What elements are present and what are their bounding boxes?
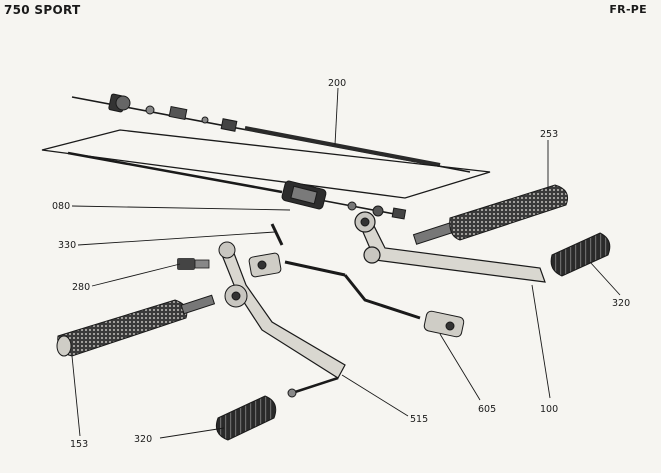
ref-label: 200 — [328, 78, 346, 89]
pin-330 — [270, 223, 284, 246]
reference-labels: 200 253 080 330 280 320 153 320 515 605 … — [52, 78, 630, 450]
ref-label: 320 — [612, 298, 630, 309]
footpeg-rubber-320-right — [550, 232, 611, 277]
ref-label: 515 — [410, 414, 428, 425]
leader-lines — [71, 87, 621, 439]
grip-253 — [412, 184, 569, 245]
grip-153 — [56, 294, 216, 357]
shift-rod-605 — [248, 252, 465, 338]
footpeg-rubber-320-bottom — [215, 395, 277, 441]
ref-label: 280 — [72, 282, 90, 293]
ref-label: 330 — [58, 240, 76, 251]
lever-100 — [354, 211, 546, 283]
adjuster-rod — [67, 151, 407, 220]
ref-label: 080 — [52, 201, 70, 212]
model-title: 750 SPORT — [4, 3, 81, 17]
ref-label: 153 — [70, 439, 88, 450]
lever-515 — [218, 241, 346, 398]
section-code: FR-PE — [609, 3, 647, 16]
linkage-rod-assembly — [71, 93, 471, 173]
ref-label: 100 — [540, 404, 558, 415]
ref-label: 253 — [540, 129, 558, 140]
subassembly-frame — [41, 129, 491, 199]
ref-label: 605 — [478, 404, 496, 415]
bolt-280 — [177, 258, 210, 270]
ref-label: 320 — [134, 434, 152, 445]
